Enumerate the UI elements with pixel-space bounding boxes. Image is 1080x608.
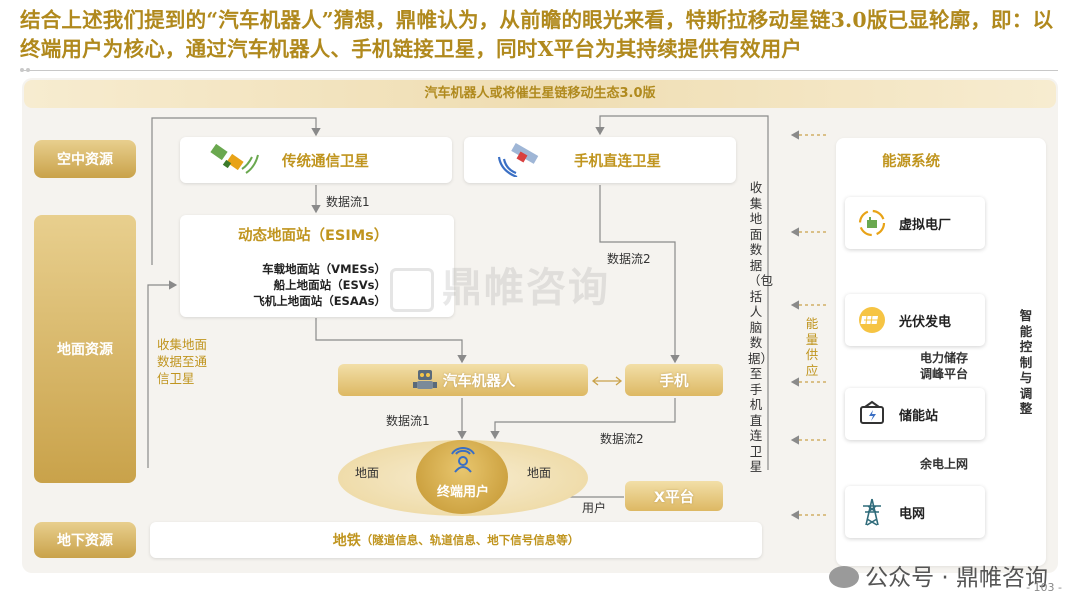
wechat-icon	[829, 566, 860, 588]
ground-station-item: 船上地面站（ESVs）	[273, 278, 386, 292]
divider	[22, 70, 1058, 71]
dataflow2-bottom-label: 数据流2	[600, 432, 644, 446]
traditional-satellite-label: 传统通信卫星	[282, 153, 369, 170]
battery-icon	[860, 400, 884, 424]
subway-box: 地铁 （隧道信息、轨道信息、地下信号信息等）	[150, 522, 762, 558]
direct-satellite-label: 手机直连卫星	[574, 153, 661, 170]
footer-brand-text: 公众号 · 鼎帷咨询	[865, 565, 1048, 591]
diagram-banner: 汽车机器人或将催生星链移动生态3.0版	[24, 80, 1056, 108]
virtual-power-plant-box: 虚拟电厂	[845, 197, 985, 249]
dataflow1-bottom-label: 数据流1	[386, 414, 430, 428]
subway-title: 地铁	[332, 533, 361, 549]
end-user-label: 终端用户	[436, 485, 489, 500]
virtual-power-plant-label: 虚拟电厂	[899, 217, 952, 233]
phone-node: 手机	[625, 364, 723, 396]
photovoltaic-box: 光伏发电	[845, 294, 985, 346]
air-resources-label: 空中资源	[34, 140, 136, 178]
photovoltaic-label: 光伏发电	[899, 314, 952, 330]
watermark: 鼎帷咨询	[390, 255, 610, 313]
x-platform-label: X平台	[653, 489, 695, 506]
phone-label: 手机	[659, 373, 689, 390]
power-plant-icon	[858, 209, 886, 237]
direct-satellite-box: 手机直连卫星	[464, 137, 736, 183]
ground-station-item: 飞机上地面站（ESAAs）	[253, 294, 386, 308]
storage-station-box: 储能站	[845, 388, 985, 440]
ground-left-label: 地面	[355, 466, 380, 480]
solar-icon	[859, 307, 885, 333]
grid-label: 电网	[899, 506, 926, 522]
ground-station-title: 动态地面站（ESIMs）	[238, 228, 389, 244]
ground-station-item: 车载地面站（VMESs）	[262, 262, 386, 276]
footer-brand: 公众号 · 鼎帷咨询	[829, 558, 1048, 592]
storage-note: 电力储存调峰平台	[920, 351, 969, 381]
energy-system-title: 能源系统	[882, 154, 940, 170]
x-platform-node: X平台	[625, 481, 723, 511]
grid-box: 电网	[845, 486, 985, 538]
dataflow1-top-label: 数据流1	[326, 195, 370, 209]
traditional-satellite-box: 传统通信卫星	[180, 137, 452, 183]
ground-station-box: 动态地面站（ESIMs） 车载地面站（VMESs） 船上地面站（ESVs） 飞机…	[180, 215, 454, 317]
power-tower-icon	[863, 498, 881, 526]
smart-control-label: 智能控制与调整	[1019, 308, 1033, 416]
collect-left-label: 收集地面数据至通信卫星	[157, 337, 208, 386]
car-robot-node: 汽车机器人	[338, 364, 588, 396]
surplus-note: 余电上网	[920, 457, 969, 471]
car-robot-label: 汽车机器人	[442, 373, 516, 390]
collect-right-label: 收集地面数据（包括人脑数据）至手机直连卫星	[748, 180, 774, 474]
ground-station-list: 车载地面站（VMESs） 船上地面站（ESVs） 飞机上地面站（ESAAs）	[253, 261, 386, 309]
ground-resources-label: 地面资源	[34, 215, 136, 483]
dataflow2-top-label: 数据流2	[607, 252, 651, 266]
underground-resources-label: 地下资源	[34, 522, 136, 558]
headline: 结合上述我们提到的“汽车机器人”猜想，鼎帷认为，从前瞻的眼光来看，特斯拉移动星链…	[20, 8, 1054, 61]
subway-detail: （隧道信息、轨道信息、地下信号信息等）	[360, 533, 580, 547]
satellite-icon	[497, 143, 539, 177]
satellite-icon	[210, 143, 259, 174]
robot-icon	[412, 370, 437, 389]
user-icon	[451, 447, 475, 473]
end-user-node	[416, 440, 508, 514]
user-label: 用户	[582, 501, 607, 515]
storage-station-label: 储能站	[899, 408, 939, 424]
page-number: - 103 -	[1026, 581, 1062, 594]
energy-supply-label: 能量供应	[805, 316, 819, 378]
ground-right-label: 地面	[527, 466, 552, 480]
watermark-text: 鼎帷咨询	[442, 265, 610, 311]
